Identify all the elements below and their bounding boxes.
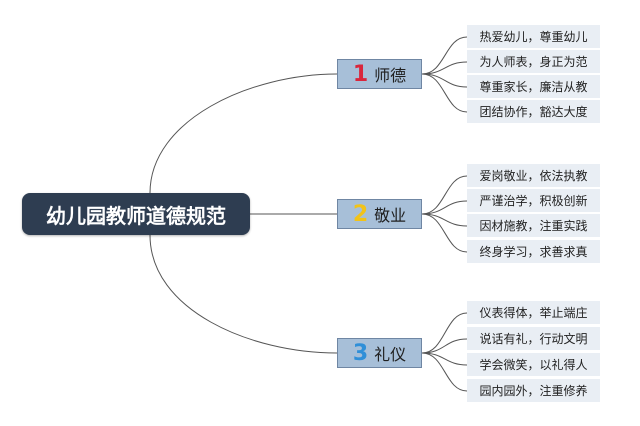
leaf-label: 团结协作，豁达大度 [479,105,588,119]
leaf-label: 为人师表，身正为范 [479,55,588,69]
branch-node-1: 1 师德 [337,59,422,89]
connector-root-branch-3 [149,234,338,354]
leaf-node-1-1: 热爱幼儿，尊重幼儿 [467,25,600,48]
leaf-label: 园内园外，注重修养 [479,384,588,398]
root-label: 幼儿园教师道德规范 [46,203,226,228]
leaf-node-3-3: 学会微笑，以礼得人 [467,353,600,376]
connector-b2-leaf-4 [421,213,468,253]
root-node: 幼儿园教师道德规范 [22,193,250,235]
leaf-label: 学会微笑，以礼得人 [479,358,588,372]
branch-label-2: 敬业 [374,206,407,225]
connector-b3-leaf-2 [421,338,468,354]
leaf-node-2-1: 爱岗敬业，依法执教 [467,164,600,187]
leaf-label: 热爱幼儿，尊重幼儿 [479,30,588,44]
leaf-label: 说话有礼，行动文明 [479,332,588,346]
connector-b3-leaf-1 [421,312,468,354]
leaf-node-3-2: 说话有礼，行动文明 [467,327,600,350]
branch-number-3: 3 [352,340,369,366]
leaf-node-1-3: 尊重家长，廉洁从教 [467,75,600,98]
leaf-node-1-4: 团结协作，豁达大度 [467,100,600,123]
leaf-label: 因材施教，注重实践 [479,219,588,233]
leaf-label: 仪表得体，举止端庄 [479,306,588,320]
connector-b2-leaf-1 [421,175,468,215]
branch-label-1: 师德 [374,66,407,85]
connector-b2-leaf-2 [421,200,468,215]
leaf-label: 终身学习，求善求真 [479,245,588,259]
connector-b1-leaf-3 [421,73,468,88]
leaf-node-2-4: 终身学习，求善求真 [467,240,600,263]
branch-node-3: 3 礼仪 [337,338,422,368]
leaf-node-2-3: 因材施教，注重实践 [467,214,600,237]
leaf-label: 爱岗敬业，依法执教 [479,169,588,183]
branch-number-1: 1 [352,61,369,87]
leaf-node-2-2: 严谨治学，积极创新 [467,189,600,212]
connector-b1-leaf-1 [421,36,468,75]
leaf-label: 尊重家长，廉洁从教 [479,80,588,94]
branch-number-2: 2 [352,201,369,227]
leaf-node-1-2: 为人师表，身正为范 [467,50,600,73]
connector-b3-leaf-4 [421,352,468,392]
connector-b1-leaf-2 [421,61,468,75]
connector-root-branch-1 [149,73,338,194]
leaf-node-3-4: 园内园外，注重修养 [467,379,600,402]
connector-b1-leaf-4 [421,73,468,113]
branch-label-3: 礼仪 [374,345,407,364]
leaf-node-3-1: 仪表得体，举止端庄 [467,301,600,324]
leaf-label: 严谨治学，积极创新 [479,194,588,208]
branch-node-2: 2 敬业 [337,199,422,229]
